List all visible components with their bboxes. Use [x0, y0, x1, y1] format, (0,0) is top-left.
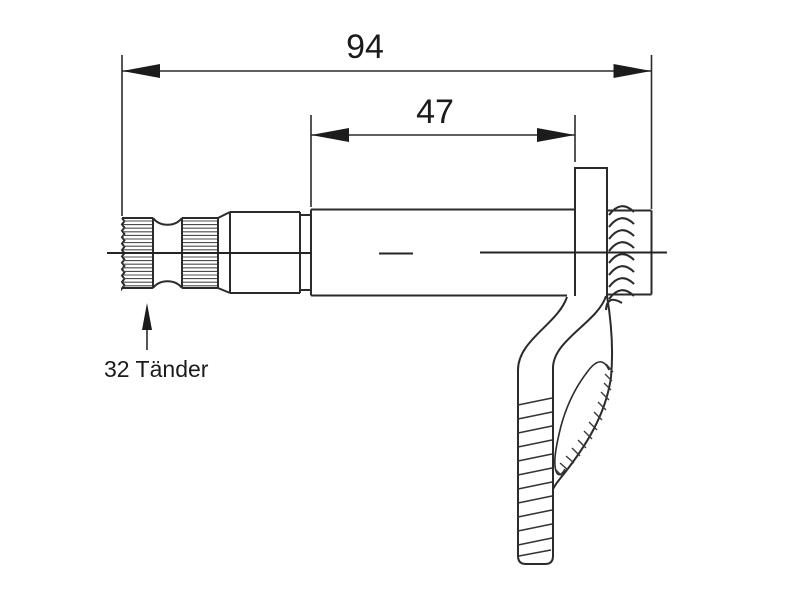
lever-teardrop-contour	[554, 361, 610, 476]
lever-boss	[574, 167, 608, 296]
spline-teeth-annotation: 32 Tänder	[104, 303, 209, 382]
spring-coil-marks	[604, 205, 635, 311]
dim47-extension-lines	[310, 115, 576, 207]
spline-teeth-hatch	[123, 220, 152, 287]
dim94-extension-lines	[121, 55, 653, 216]
dim94-label: 94	[346, 28, 384, 66]
spline-note-label: 32 Tänder	[104, 356, 209, 382]
centerlines	[107, 252, 413, 255]
chamfer-transition	[217, 211, 231, 294]
spline-block-left	[120, 217, 154, 292]
kickstart-lever	[517, 167, 614, 565]
spline-block-right	[181, 217, 219, 289]
callout-arrowhead-up	[142, 303, 152, 330]
dimension-94: 94	[121, 28, 653, 216]
spline-groove	[152, 217, 183, 289]
dim47-arrowhead-right	[537, 128, 575, 142]
relief-groove-ring	[300, 214, 311, 291]
dimension-47: 47	[310, 93, 576, 207]
cylinder-section	[229, 211, 301, 294]
dim47-arrowhead-left	[311, 128, 349, 142]
teardrop-shading-ticks	[555, 363, 614, 477]
dim94-arrowhead-left	[122, 64, 160, 78]
stud-thread-lines	[517, 397, 553, 557]
spline-teeth-hatch-2	[183, 220, 217, 287]
lever-arm-outline	[517, 295, 607, 565]
shaft-body	[120, 208, 653, 297]
lever-outer-right-edge	[552, 295, 613, 490]
spline-left-serrated-edge	[120, 217, 126, 292]
dim94-arrowhead-right	[613, 64, 652, 78]
dim47-label: 47	[416, 93, 454, 131]
